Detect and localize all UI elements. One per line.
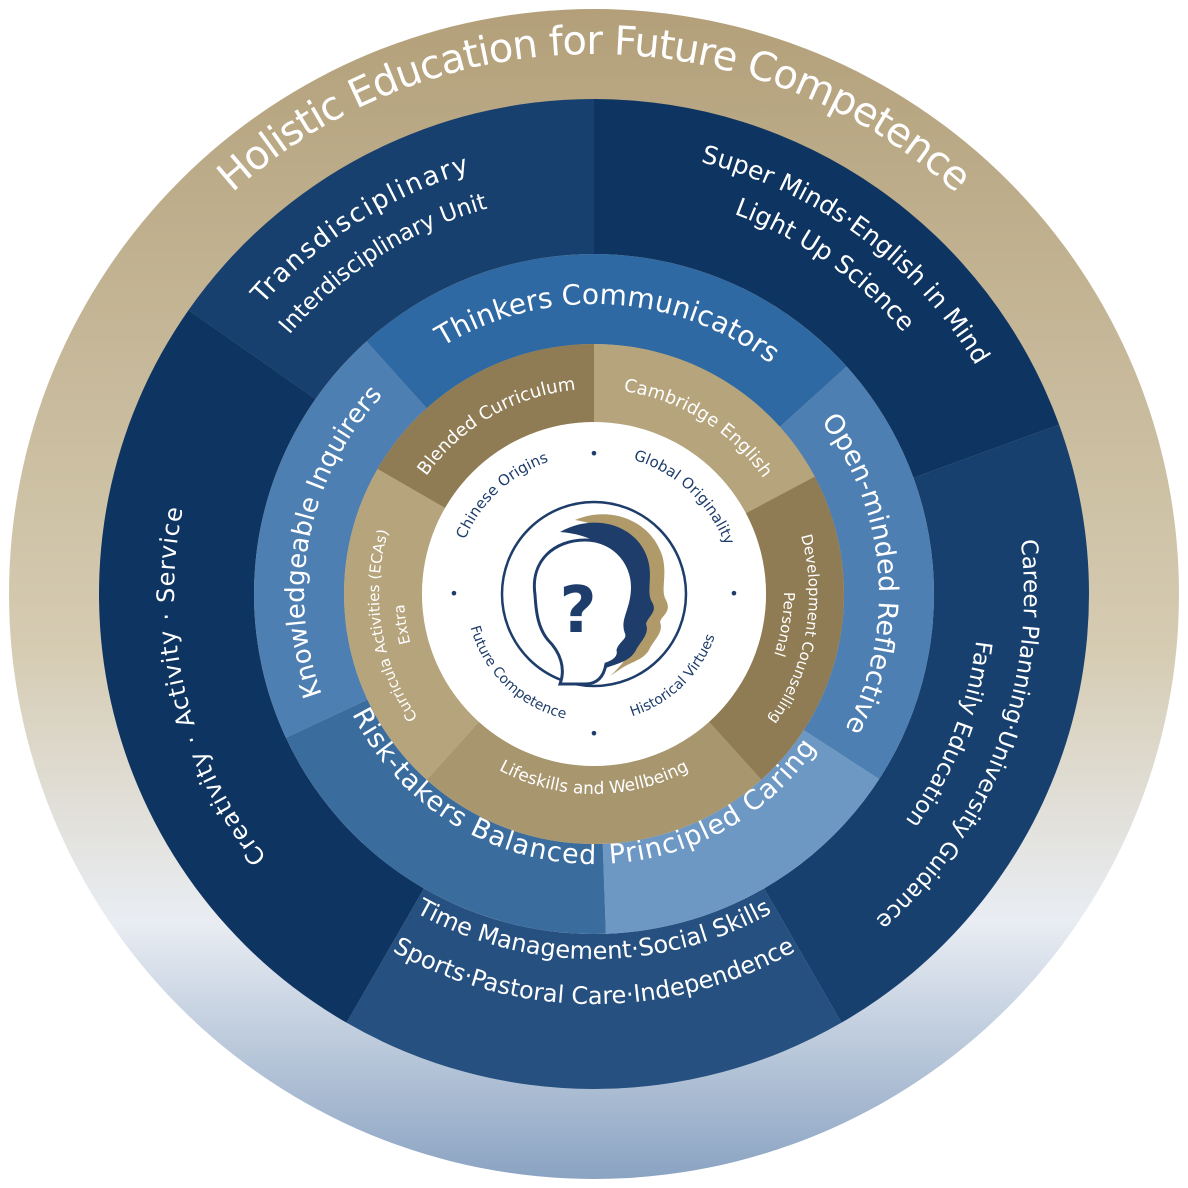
core-bullet: • [729, 584, 738, 603]
segment-time-management [346, 888, 842, 1089]
segment-risk-takers [285, 699, 606, 934]
core-bullet: • [449, 584, 458, 603]
segment-cambridge-english [594, 344, 815, 514]
segment-lifeskills [426, 721, 762, 845]
segment-transdisciplinary [188, 99, 594, 399]
segment-super-minds [594, 99, 1060, 478]
head-question-icon: ? [500, 500, 688, 688]
segment-principled [602, 730, 880, 934]
segment-blended-curriculum [377, 344, 594, 508]
question-mark: ? [559, 574, 596, 648]
segment-knowledgeable [254, 341, 427, 738]
segment-open-minded [779, 366, 935, 780]
segment-creativity [99, 310, 424, 1023]
segment-personal-development [709, 476, 845, 780]
core-bullet: • [589, 724, 598, 743]
segment-thinkers [366, 254, 847, 427]
segment-eca [343, 469, 479, 780]
segment-family-education [764, 424, 1090, 1023]
core-bullet: • [589, 444, 598, 463]
